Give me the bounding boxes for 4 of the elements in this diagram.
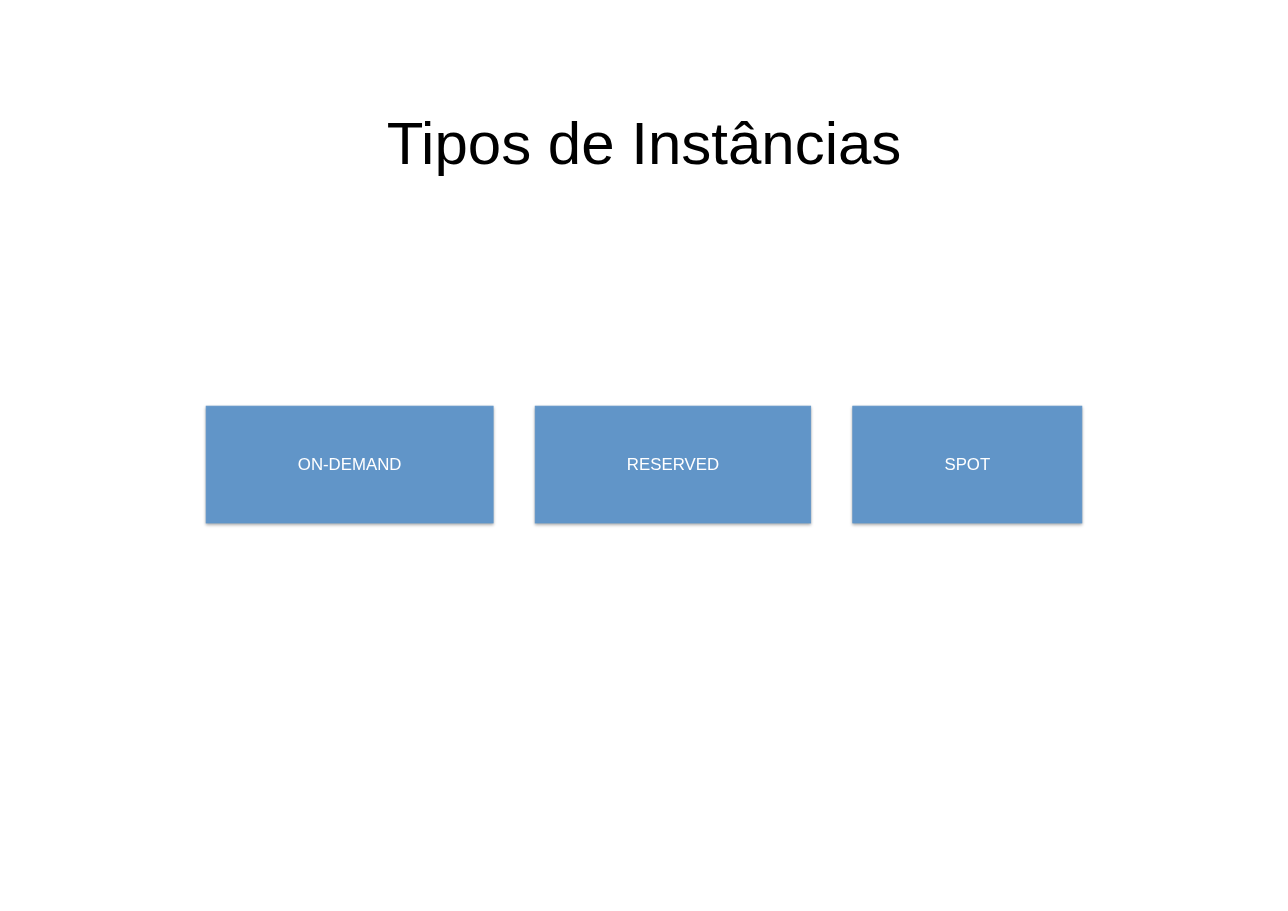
process-box: ON-DEMAND [205, 406, 494, 524]
process-box: RESERVED [534, 406, 812, 524]
title: Tipos de Instâncias [386, 109, 902, 179]
process-box: SPOT [852, 406, 1083, 524]
